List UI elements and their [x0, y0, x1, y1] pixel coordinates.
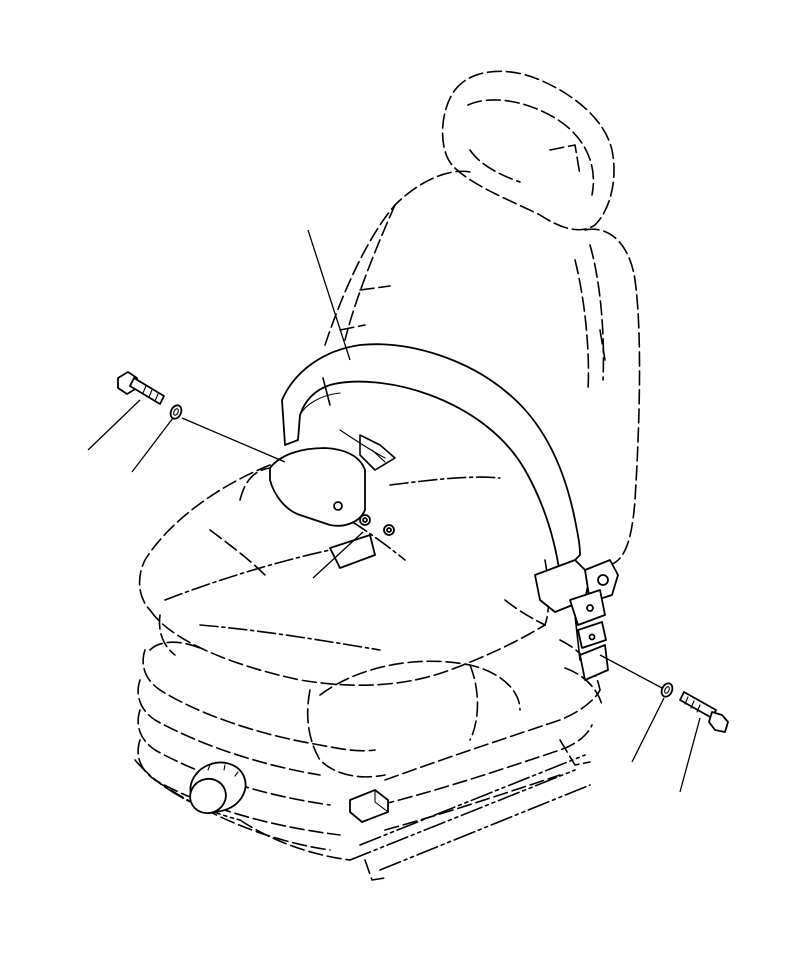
leader-washer-left — [131, 417, 174, 473]
leader-bolt-right — [679, 717, 701, 793]
release-latch — [349, 789, 389, 823]
leader-washer-right — [631, 697, 665, 763]
bolt-right — [679, 691, 729, 733]
backrest — [324, 170, 641, 566]
leader-seat-belt — [307, 229, 351, 361]
leader-nut — [312, 531, 364, 579]
alignment-line-left — [181, 417, 286, 463]
seat-base — [134, 639, 603, 881]
washer-right — [660, 682, 674, 698]
adjust-knob — [189, 761, 247, 815]
washer-left — [169, 404, 183, 420]
alignment-line-right — [599, 654, 663, 689]
seat-belt — [269, 343, 619, 681]
bolt-left — [117, 371, 165, 405]
leader-bolt-left — [87, 399, 141, 451]
callout-leaders — [87, 229, 701, 793]
headrest — [441, 70, 615, 231]
